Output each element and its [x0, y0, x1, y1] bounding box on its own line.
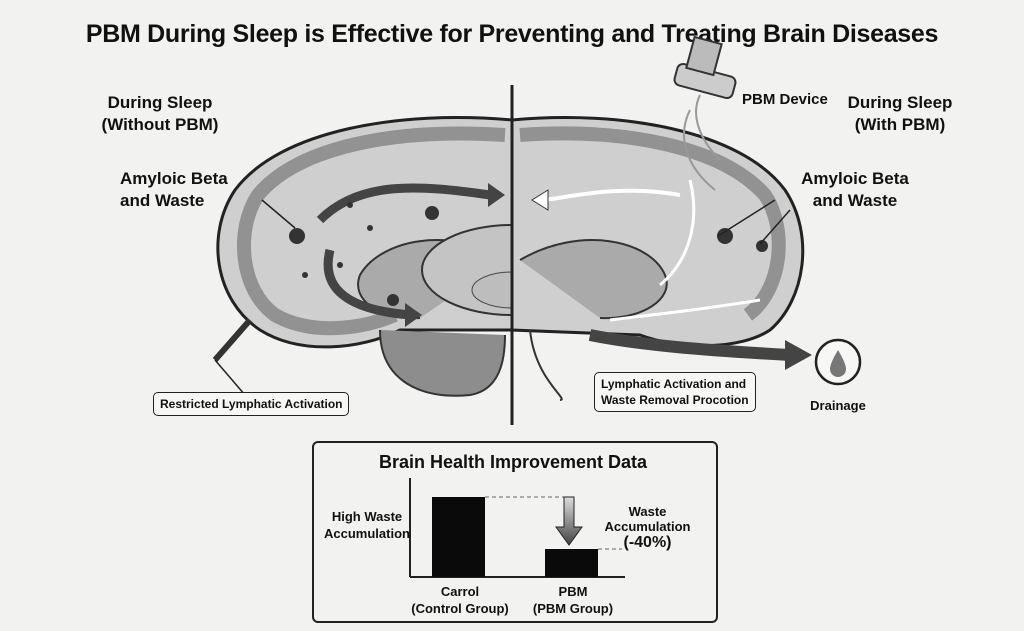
brain-right-half — [510, 35, 812, 401]
chart-frame — [312, 441, 718, 623]
xtick-control: Carrol (Control Group) — [400, 583, 520, 617]
xtick-pbm-line2: (PBM Group) — [532, 601, 614, 616]
chart-annotation: Waste Accumulation (-40%) — [585, 504, 710, 552]
callout-line1: Lymphatic Activation and — [601, 377, 747, 391]
lymphatic-activation-callout: Lymphatic Activation and Waste Removal P… — [594, 372, 756, 412]
pbm-device-label: PBM Device — [742, 91, 828, 108]
xtick-pbm: PBM (PBM Group) — [518, 583, 628, 617]
drainage-label: Drainage — [810, 398, 866, 413]
down-arrow-icon — [555, 496, 583, 546]
right-waste-label: Amyloic Beta and Waste — [780, 168, 930, 212]
bar-chart — [409, 478, 625, 578]
chart-title: Brain Health Improvement Data — [378, 452, 648, 472]
right-heading: During Sleep (With PBM) — [830, 92, 970, 136]
left-heading-line2: (Without PBM) — [101, 115, 219, 134]
left-waste-label: Amyloic Beta and Waste — [120, 168, 270, 212]
callout-line2: Waste Removal Procotion — [601, 393, 749, 407]
right-heading-line2: (With PBM) — [854, 115, 946, 134]
left-waste-line2: and Waste — [120, 191, 205, 210]
left-heading-line1: During Sleep — [107, 93, 213, 112]
ylabel-line1: High Waste — [331, 509, 403, 524]
xtick-pbm-line1: PBM — [558, 584, 588, 599]
bar-1 — [545, 549, 598, 577]
right-heading-line1: During Sleep — [847, 93, 953, 112]
xtick-control-line1: Carrol — [440, 584, 480, 599]
left-waste-line1: Amyloic Beta — [120, 169, 228, 188]
page-title: PBM During Sleep is Effective for Preven… — [85, 20, 939, 48]
annotation-line1: Waste Accumulation — [604, 504, 691, 534]
bar-0 — [432, 497, 485, 577]
right-waste-line2: and Waste — [812, 191, 898, 210]
left-heading: During Sleep (Without PBM) — [70, 92, 250, 136]
chart-ylabel: High Waste Accumulation — [322, 508, 412, 542]
restricted-lymphatic-callout: Restricted Lymphatic Activation — [153, 392, 350, 416]
ylabel-line2: Accumulation — [324, 526, 410, 541]
annotation-line2: (-40%) — [623, 534, 672, 551]
right-waste-line1: Amyloic Beta — [801, 169, 909, 188]
xtick-control-line2: (Control Group) — [411, 601, 509, 616]
